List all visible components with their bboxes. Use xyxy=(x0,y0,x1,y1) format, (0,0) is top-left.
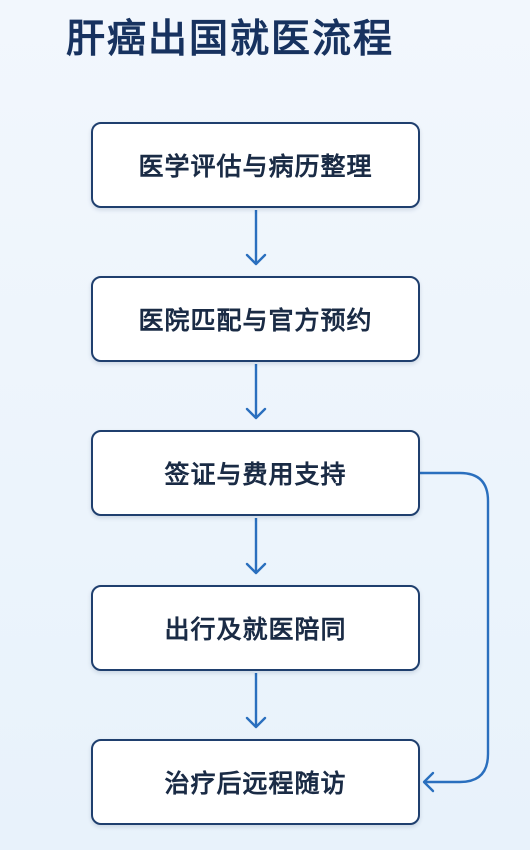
step-label: 医院匹配与官方预约 xyxy=(138,306,373,335)
step-box-travel-escort: 出行及就医陪同 xyxy=(91,585,420,671)
step-label: 医学评估与病历整理 xyxy=(138,152,373,181)
arrowhead-4-to-5 xyxy=(245,716,267,729)
step-box-remote-followup: 治疗后远程随访 xyxy=(91,739,420,825)
arrowhead-3-to-4 xyxy=(245,562,267,575)
step-label: 出行及就医陪同 xyxy=(164,615,347,644)
step-label: 治疗后远程随访 xyxy=(164,769,347,798)
step-box-hospital-matching: 医院匹配与官方预约 xyxy=(91,276,420,362)
arrow-3-to-5-loop xyxy=(420,471,490,784)
page-title: 肝癌出国就医流程 xyxy=(66,17,395,62)
arrowhead-2-to-3 xyxy=(245,407,267,420)
step-box-visa-cost: 签证与费用支持 xyxy=(91,430,420,516)
step-box-medical-assessment: 医学评估与病历整理 xyxy=(91,122,420,208)
step-label: 签证与费用支持 xyxy=(164,460,347,489)
arrowhead-1-to-2 xyxy=(245,253,267,266)
arrowhead-3-to-5-loop xyxy=(422,771,435,793)
